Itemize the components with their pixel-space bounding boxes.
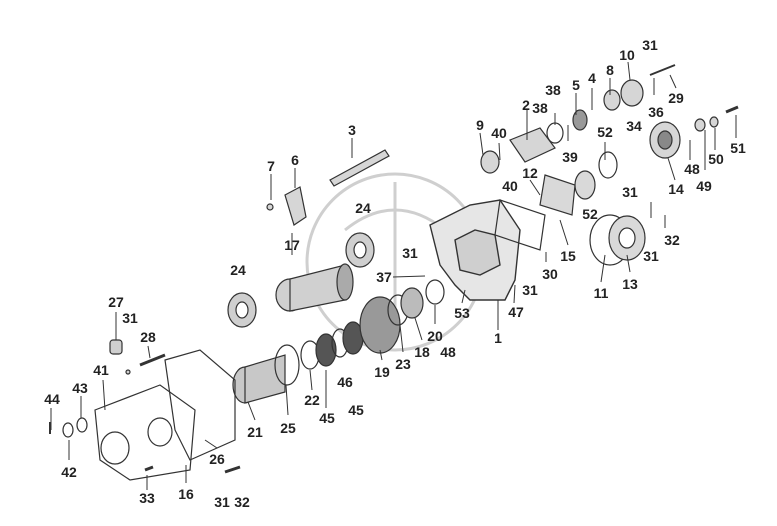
rear-cover bbox=[539, 170, 646, 266]
callout-27: 27 bbox=[108, 294, 124, 310]
callout-48a: 48 bbox=[440, 344, 456, 360]
callout-31g: 31 bbox=[214, 494, 230, 510]
callout-6: 6 bbox=[291, 152, 299, 168]
callout-19: 19 bbox=[374, 364, 390, 380]
callout-18: 18 bbox=[414, 344, 430, 360]
callout-11: 11 bbox=[593, 285, 609, 301]
gear-stack bbox=[232, 279, 445, 404]
callout-40a: 40 bbox=[491, 125, 507, 141]
callout-36: 36 bbox=[648, 104, 664, 120]
gasket-47 bbox=[494, 199, 546, 251]
callout-49: 49 bbox=[696, 178, 712, 194]
callout-24b: 24 bbox=[230, 262, 246, 278]
callout-10: 10 bbox=[619, 47, 635, 63]
callout-31f: 31 bbox=[122, 310, 138, 326]
callout-41: 41 bbox=[93, 362, 109, 378]
callout-30: 30 bbox=[542, 266, 558, 282]
callout-5: 5 bbox=[572, 77, 580, 93]
callout-26: 26 bbox=[209, 451, 225, 467]
leader-lines bbox=[50, 61, 737, 490]
main-housing bbox=[429, 199, 521, 301]
callout-7: 7 bbox=[267, 158, 275, 174]
callout-31b: 31 bbox=[622, 184, 638, 200]
callout-24a: 24 bbox=[355, 200, 371, 216]
callout-31c: 31 bbox=[402, 245, 418, 261]
callout-45a: 45 bbox=[319, 410, 335, 426]
callout-21: 21 bbox=[247, 424, 263, 440]
callout-3: 3 bbox=[348, 122, 356, 138]
callout-9: 9 bbox=[476, 117, 484, 133]
callout-31d: 31 bbox=[522, 282, 538, 298]
callout-22: 22 bbox=[304, 392, 320, 408]
callout-4: 4 bbox=[588, 70, 596, 86]
callout-17: 17 bbox=[284, 237, 300, 253]
callout-44: 44 bbox=[44, 391, 60, 407]
callout-38a: 38 bbox=[545, 82, 561, 98]
callout-40b: 40 bbox=[502, 178, 518, 194]
front-cover-gaskets bbox=[94, 349, 236, 481]
callout-47: 47 bbox=[508, 304, 524, 320]
callout-38b: 38 bbox=[532, 100, 548, 116]
callout-2: 2 bbox=[522, 97, 530, 113]
callout-46: 46 bbox=[337, 374, 353, 390]
callout-15: 15 bbox=[560, 248, 576, 264]
callout-52a: 52 bbox=[597, 124, 613, 140]
callout-39: 39 bbox=[562, 149, 578, 165]
callout-13: 13 bbox=[622, 276, 638, 292]
callout-31e: 31 bbox=[643, 248, 659, 264]
shift-shaft-and-fork bbox=[266, 149, 390, 226]
callout-42: 42 bbox=[61, 464, 77, 480]
callout-53: 53 bbox=[454, 305, 470, 321]
callout-25: 25 bbox=[280, 420, 296, 436]
callout-45b: 45 bbox=[348, 402, 364, 418]
callout-31a: 31 bbox=[642, 37, 658, 53]
callout-29: 29 bbox=[668, 90, 684, 106]
callout-28: 28 bbox=[140, 329, 156, 345]
callout-32b: 32 bbox=[234, 494, 250, 510]
callout-50: 50 bbox=[708, 151, 724, 167]
callout-52b: 52 bbox=[582, 206, 598, 222]
input-shaft bbox=[275, 263, 354, 312]
callout-20: 20 bbox=[427, 328, 443, 344]
callout-37: 37 bbox=[376, 269, 392, 285]
callout-8: 8 bbox=[606, 62, 614, 78]
callout-16: 16 bbox=[178, 486, 194, 502]
bearings bbox=[227, 232, 375, 328]
callout-14: 14 bbox=[668, 181, 684, 197]
callout-1: 1 bbox=[494, 330, 502, 346]
callout-43: 43 bbox=[72, 380, 88, 396]
callout-23: 23 bbox=[395, 356, 411, 372]
callout-12: 12 bbox=[522, 165, 538, 181]
callout-34: 34 bbox=[626, 118, 642, 134]
callout-33: 33 bbox=[139, 490, 155, 506]
callout-51: 51 bbox=[730, 140, 746, 156]
callout-32a: 32 bbox=[664, 232, 680, 248]
callout-48b: 48 bbox=[684, 161, 700, 177]
small-parts-left bbox=[49, 339, 241, 474]
